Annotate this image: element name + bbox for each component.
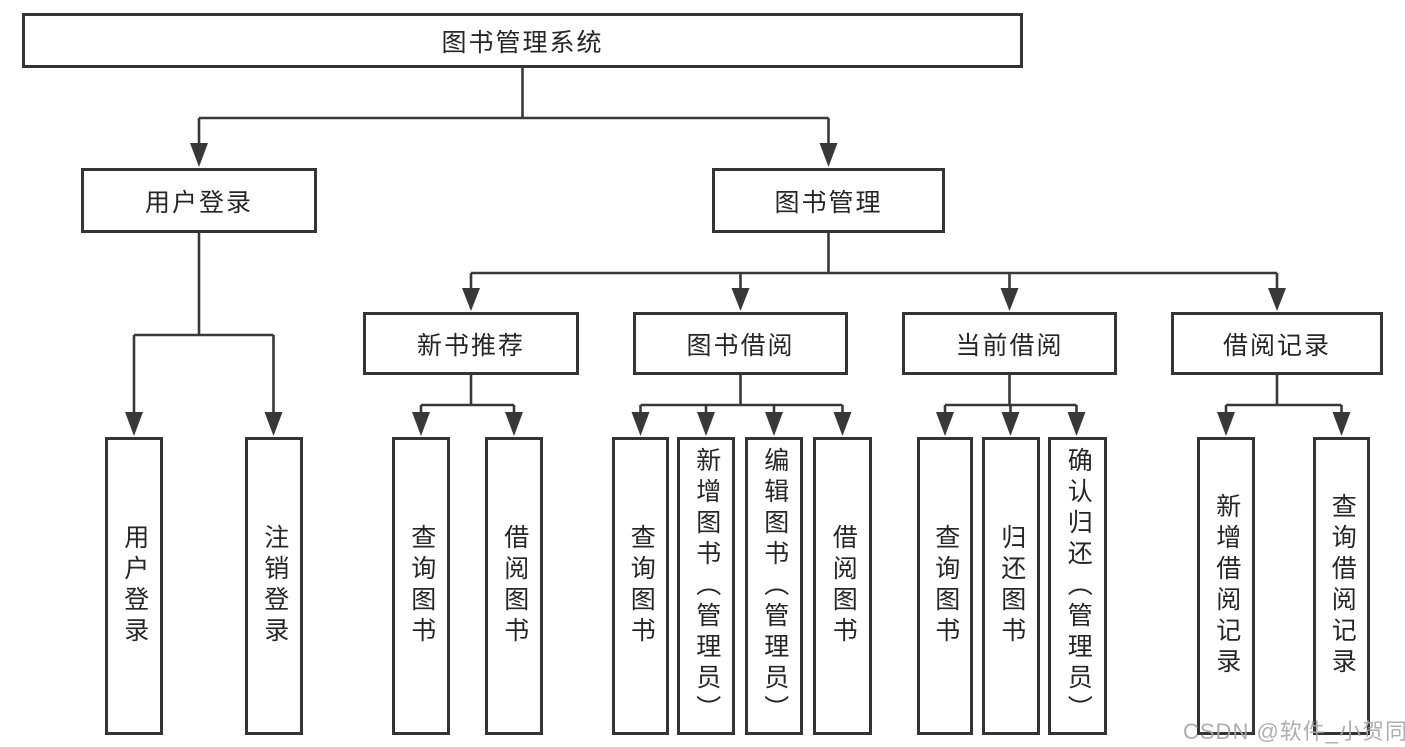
leaf-return-books: 归还图书 [982, 437, 1040, 735]
leaf-borrow-books: 借阅图书 [813, 437, 872, 735]
node-borrow-records: 借阅记录 [1171, 312, 1383, 375]
leaf-recommend-query-books: 查询图书 [392, 437, 450, 735]
node-book-management: 图书管理 [712, 168, 945, 233]
node-current-borrow: 当前借阅 [902, 312, 1117, 375]
leaf-add-borrow-record: 新增借阅记录 [1197, 437, 1255, 735]
leaf-edit-books-admin: 编辑图书（管理员） [745, 437, 803, 735]
leaf-query-borrow-record: 查询借阅记录 [1313, 437, 1370, 735]
leaf-logout: 注销登录 [245, 437, 303, 735]
watermark: CSDN @软件_小贺同学 [1183, 719, 1405, 744]
arrowhead-icons [125, 143, 1351, 436]
leaf-user-login: 用户登录 [105, 437, 163, 735]
leaf-add-books-admin: 新增图书（管理员） [677, 437, 735, 735]
node-new-book-recommend: 新书推荐 [363, 312, 579, 375]
leaf-confirm-return-admin: 确认归还（管理员） [1048, 437, 1107, 735]
node-user-login: 用户登录 [81, 168, 317, 233]
leaf-recommend-borrow-books: 借阅图书 [485, 437, 543, 735]
leaf-current-query-books: 查询图书 [917, 437, 973, 735]
node-root-system: 图书管理系统 [22, 13, 1023, 68]
leaf-borrow-query-books: 查询图书 [612, 437, 669, 735]
node-book-borrow: 图书借阅 [633, 312, 848, 375]
